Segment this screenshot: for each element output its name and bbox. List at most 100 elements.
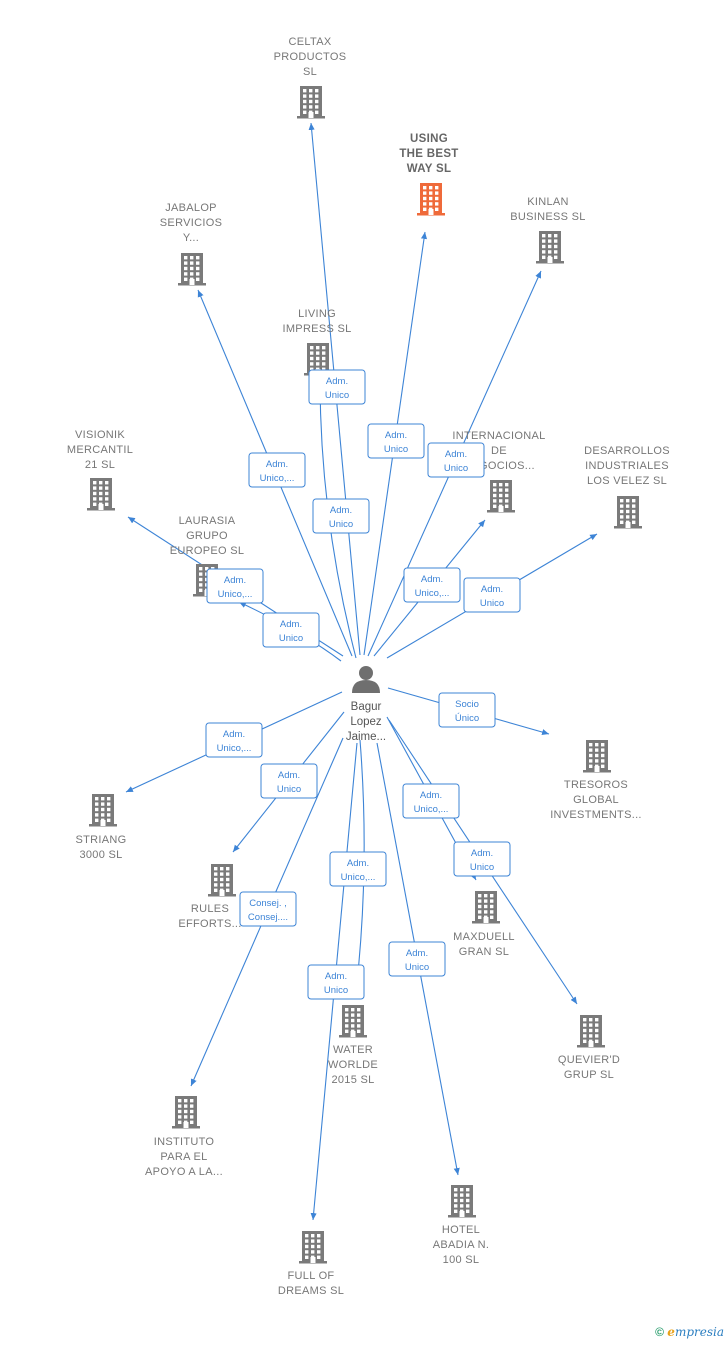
building-icon <box>583 740 611 773</box>
relation-label-water[interactable]: Adm.Unico,... <box>329 851 387 887</box>
person-name-line: Lopez <box>350 716 382 728</box>
relation-label-visionik[interactable]: Adm.Unico,... <box>206 568 264 604</box>
company-name-line: TRESOROS <box>564 779 628 791</box>
company-name-line: STRIANG <box>76 834 127 846</box>
relation-label-text: Unico <box>324 985 348 996</box>
relation-label-text: Adm. <box>406 948 428 959</box>
relation-label-full[interactable]: Adm.Unico <box>307 964 365 1000</box>
relation-label-text: Socio <box>455 699 479 710</box>
company-node-tresoros[interactable]: TRESOROS GLOBAL INVESTMENTS... <box>550 740 642 821</box>
building-icon <box>299 1231 327 1264</box>
company-name-line: GRAN SL <box>459 946 509 958</box>
company-name-line: 100 SL <box>443 1254 480 1266</box>
relation-label-text: Adm. <box>223 729 245 740</box>
building-icon <box>577 1015 605 1048</box>
company-name-line: PRODUCTOS <box>274 51 347 63</box>
relation-label-text: Consej.... <box>248 912 288 923</box>
relation-label-jabalop[interactable]: Adm. Unico,... <box>248 452 306 488</box>
company-name-line: WAY SL <box>407 163 452 175</box>
relation-label-text: Adm. <box>471 848 493 859</box>
person-icon <box>352 666 380 693</box>
relation-label-text: Unico,... <box>217 743 252 754</box>
relation-label-using[interactable]: Adm.Unico <box>367 423 425 459</box>
company-name-line: 21 SL <box>85 459 115 471</box>
building-icon <box>208 864 236 897</box>
relation-label-internacional[interactable]: Adm.Unico,... <box>403 567 461 603</box>
building-icon <box>172 1096 200 1129</box>
company-name-line: GLOBAL <box>573 794 619 806</box>
relation-label-text: Adm. <box>280 619 302 630</box>
relation-label-text: Adm. <box>326 376 348 387</box>
company-node-internacional[interactable]: INTERNACIONALDENEGOCIOS... <box>452 430 545 513</box>
company-name-line: JABALOP <box>165 202 217 214</box>
relation-label-text: Adm. <box>445 449 467 460</box>
company-node-using[interactable]: USING THE BEST WAY SL <box>399 133 458 216</box>
relation-label-text: Unico <box>325 390 349 401</box>
company-node-jabalop[interactable]: JABALOPSERVICIOSY... <box>160 202 222 286</box>
company-name-line: MAXDUELL <box>453 931 515 943</box>
copyright-icon: © <box>655 1325 664 1339</box>
relation-label-text: Adm. <box>330 505 352 516</box>
relation-label-text: Adm. <box>421 574 443 585</box>
person-name-line: Bagur <box>351 701 382 713</box>
company-name-line: INTERNACIONAL <box>452 430 545 442</box>
relation-label-text: Adm. <box>266 459 288 470</box>
company-name-line: WORLDE <box>328 1059 378 1071</box>
relation-label-text: Unico,... <box>260 473 295 484</box>
relation-label-text: Unico,... <box>341 872 376 883</box>
relation-label-maxduell[interactable]: Adm.Unico,... <box>402 783 460 819</box>
building-icon <box>417 183 445 216</box>
relation-label-living[interactable]: Adm. Unico <box>308 369 366 405</box>
relation-label-striang[interactable]: Adm. Unico,... <box>205 722 263 758</box>
company-name-line: USING <box>410 133 448 145</box>
relation-label-laurasia[interactable]: Adm.Unico <box>262 612 320 648</box>
building-icon <box>614 496 642 529</box>
relation-label-quevier[interactable]: Adm.Unico <box>453 841 511 877</box>
company-node-rules[interactable]: RULESEFFORTS... <box>178 864 241 930</box>
relation-label-kinlan[interactable]: Adm. Unico <box>427 442 485 478</box>
company-name-line: CELTAX <box>289 36 332 48</box>
company-name-line: INDUSTRIALES <box>585 460 669 472</box>
company-name-line: THE BEST <box>399 148 458 160</box>
person-node[interactable]: BagurLopezJaime... <box>346 666 386 743</box>
company-name-line: APOYO A LA... <box>145 1166 223 1178</box>
building-icon <box>448 1185 476 1218</box>
company-name-line: DE <box>491 445 507 457</box>
company-name-line: GRUP SL <box>564 1069 614 1081</box>
relation-label-instituto[interactable]: Consej. ,Consej.... <box>239 891 297 927</box>
relation-label-hotel[interactable]: Adm.Unico <box>388 941 446 977</box>
relation-label-text: Unico <box>444 463 468 474</box>
company-name-line: SL <box>303 66 317 78</box>
footer-brand[interactable]: © empresia <box>655 1325 724 1339</box>
relation-label-text: Adm. <box>278 770 300 781</box>
building-icon <box>89 794 117 827</box>
building-icon <box>536 231 564 264</box>
relation-label-desarrollos[interactable]: Adm.Unico <box>463 577 521 613</box>
company-name-line: VISIONIK <box>75 429 125 441</box>
building-icon <box>472 891 500 924</box>
company-node-celtax[interactable]: CELTAX PRODUCTOS SL <box>274 36 347 119</box>
relation-label-rules[interactable]: Adm.Unico <box>260 763 318 799</box>
relation-label-text: Único <box>455 713 479 724</box>
company-name-line: KINLAN <box>527 196 569 208</box>
company-name-line: INVESTMENTS... <box>550 809 642 821</box>
company-name-line: RULES <box>191 903 229 915</box>
company-node-maxduell[interactable]: MAXDUELL GRAN SL <box>453 891 515 958</box>
relation-label-celtax[interactable]: Adm.Unico <box>312 498 370 534</box>
building-icon <box>487 480 515 513</box>
company-name-line: EUROPEO SL <box>170 545 245 557</box>
building-icon <box>178 253 206 286</box>
